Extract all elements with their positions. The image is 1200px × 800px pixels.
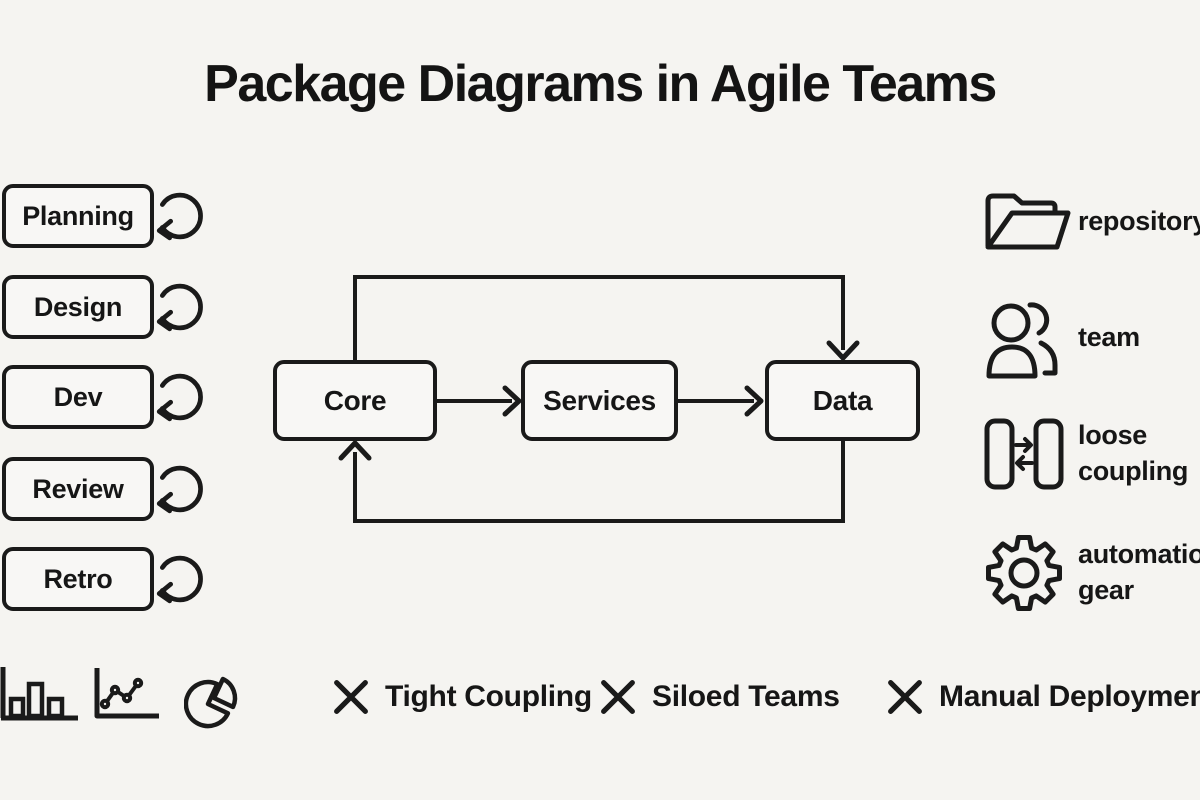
legend-label: automation gear <box>1078 539 1200 605</box>
gear-icon <box>984 533 1078 613</box>
stage-box: Dev <box>2 365 154 429</box>
legend-row-team: team <box>984 296 1196 380</box>
antipattern-label: Siloed Teams <box>652 680 840 713</box>
legend-label: loose coupling <box>1078 420 1189 486</box>
flow-node-core: Core <box>273 360 437 441</box>
flow-node-data: Data <box>765 360 920 441</box>
stage-box: Retro <box>2 547 154 611</box>
antipattern-item-manual-deployment: Manual Deployment <box>884 673 1200 721</box>
bar-chart-icon <box>0 662 80 722</box>
stage-label: Review <box>32 473 124 504</box>
stage-label: Retro <box>43 563 113 594</box>
antipattern-item-siloed-teams: Siloed Teams <box>597 673 840 721</box>
stage-label: Dev <box>53 381 103 412</box>
stage-box-review: Review <box>2 457 212 521</box>
flow-node-label: Data <box>812 384 873 416</box>
x-icon <box>601 680 635 714</box>
legend-label: team <box>1078 322 1140 353</box>
loop-arrow-icon <box>156 555 203 604</box>
antipattern-item-tight-coupling: Tight Coupling <box>330 673 592 721</box>
edge-core-to-data-top <box>353 275 845 360</box>
legend-row-loose-coupling: loose coupling <box>984 418 1196 490</box>
stage-box-retro: Retro <box>2 547 212 611</box>
arrowhead-right-icon <box>744 385 764 417</box>
x-icon <box>888 680 922 714</box>
line-chart-icon <box>92 662 162 722</box>
arrowhead-right-icon <box>502 385 522 417</box>
legend-row-repository: repository <box>984 190 1200 254</box>
stage-box: Design <box>2 275 154 339</box>
legend-label: repository <box>1078 206 1200 237</box>
arrowhead-up-icon <box>338 440 372 461</box>
edge-data-to-core-bottom <box>353 441 845 523</box>
stage-box-planning: Planning <box>2 184 212 248</box>
antipattern-label: Manual Deployment <box>939 680 1200 713</box>
folder-icon <box>984 192 1078 252</box>
stage-box: Review <box>2 457 154 521</box>
stage-box-design: Design <box>2 275 212 339</box>
loop-arrow-icon <box>156 283 203 332</box>
loop-arrow-icon <box>156 465 203 514</box>
pie-chart-icon <box>184 666 248 730</box>
x-icon <box>334 680 368 714</box>
stage-box: Planning <box>2 184 154 248</box>
loose-coupling-icon <box>984 418 1078 490</box>
loop-arrow-icon <box>156 192 203 241</box>
page-title: Package Diagrams in Agile Teams <box>204 55 997 113</box>
stage-label: Design <box>33 291 123 322</box>
stage-label: Planning <box>22 200 134 231</box>
team-icon <box>984 296 1078 380</box>
flow-node-services: Services <box>521 360 678 441</box>
legend-row-automation-gear: automation gear <box>984 530 1200 616</box>
flow-node-label: Services <box>543 384 656 416</box>
flow-node-label: Core <box>323 384 387 416</box>
antipattern-label: Tight Coupling <box>385 680 592 713</box>
arrowhead-down-icon <box>826 340 860 361</box>
stage-box-dev: Dev <box>2 365 212 429</box>
loop-arrow-icon <box>156 373 203 422</box>
